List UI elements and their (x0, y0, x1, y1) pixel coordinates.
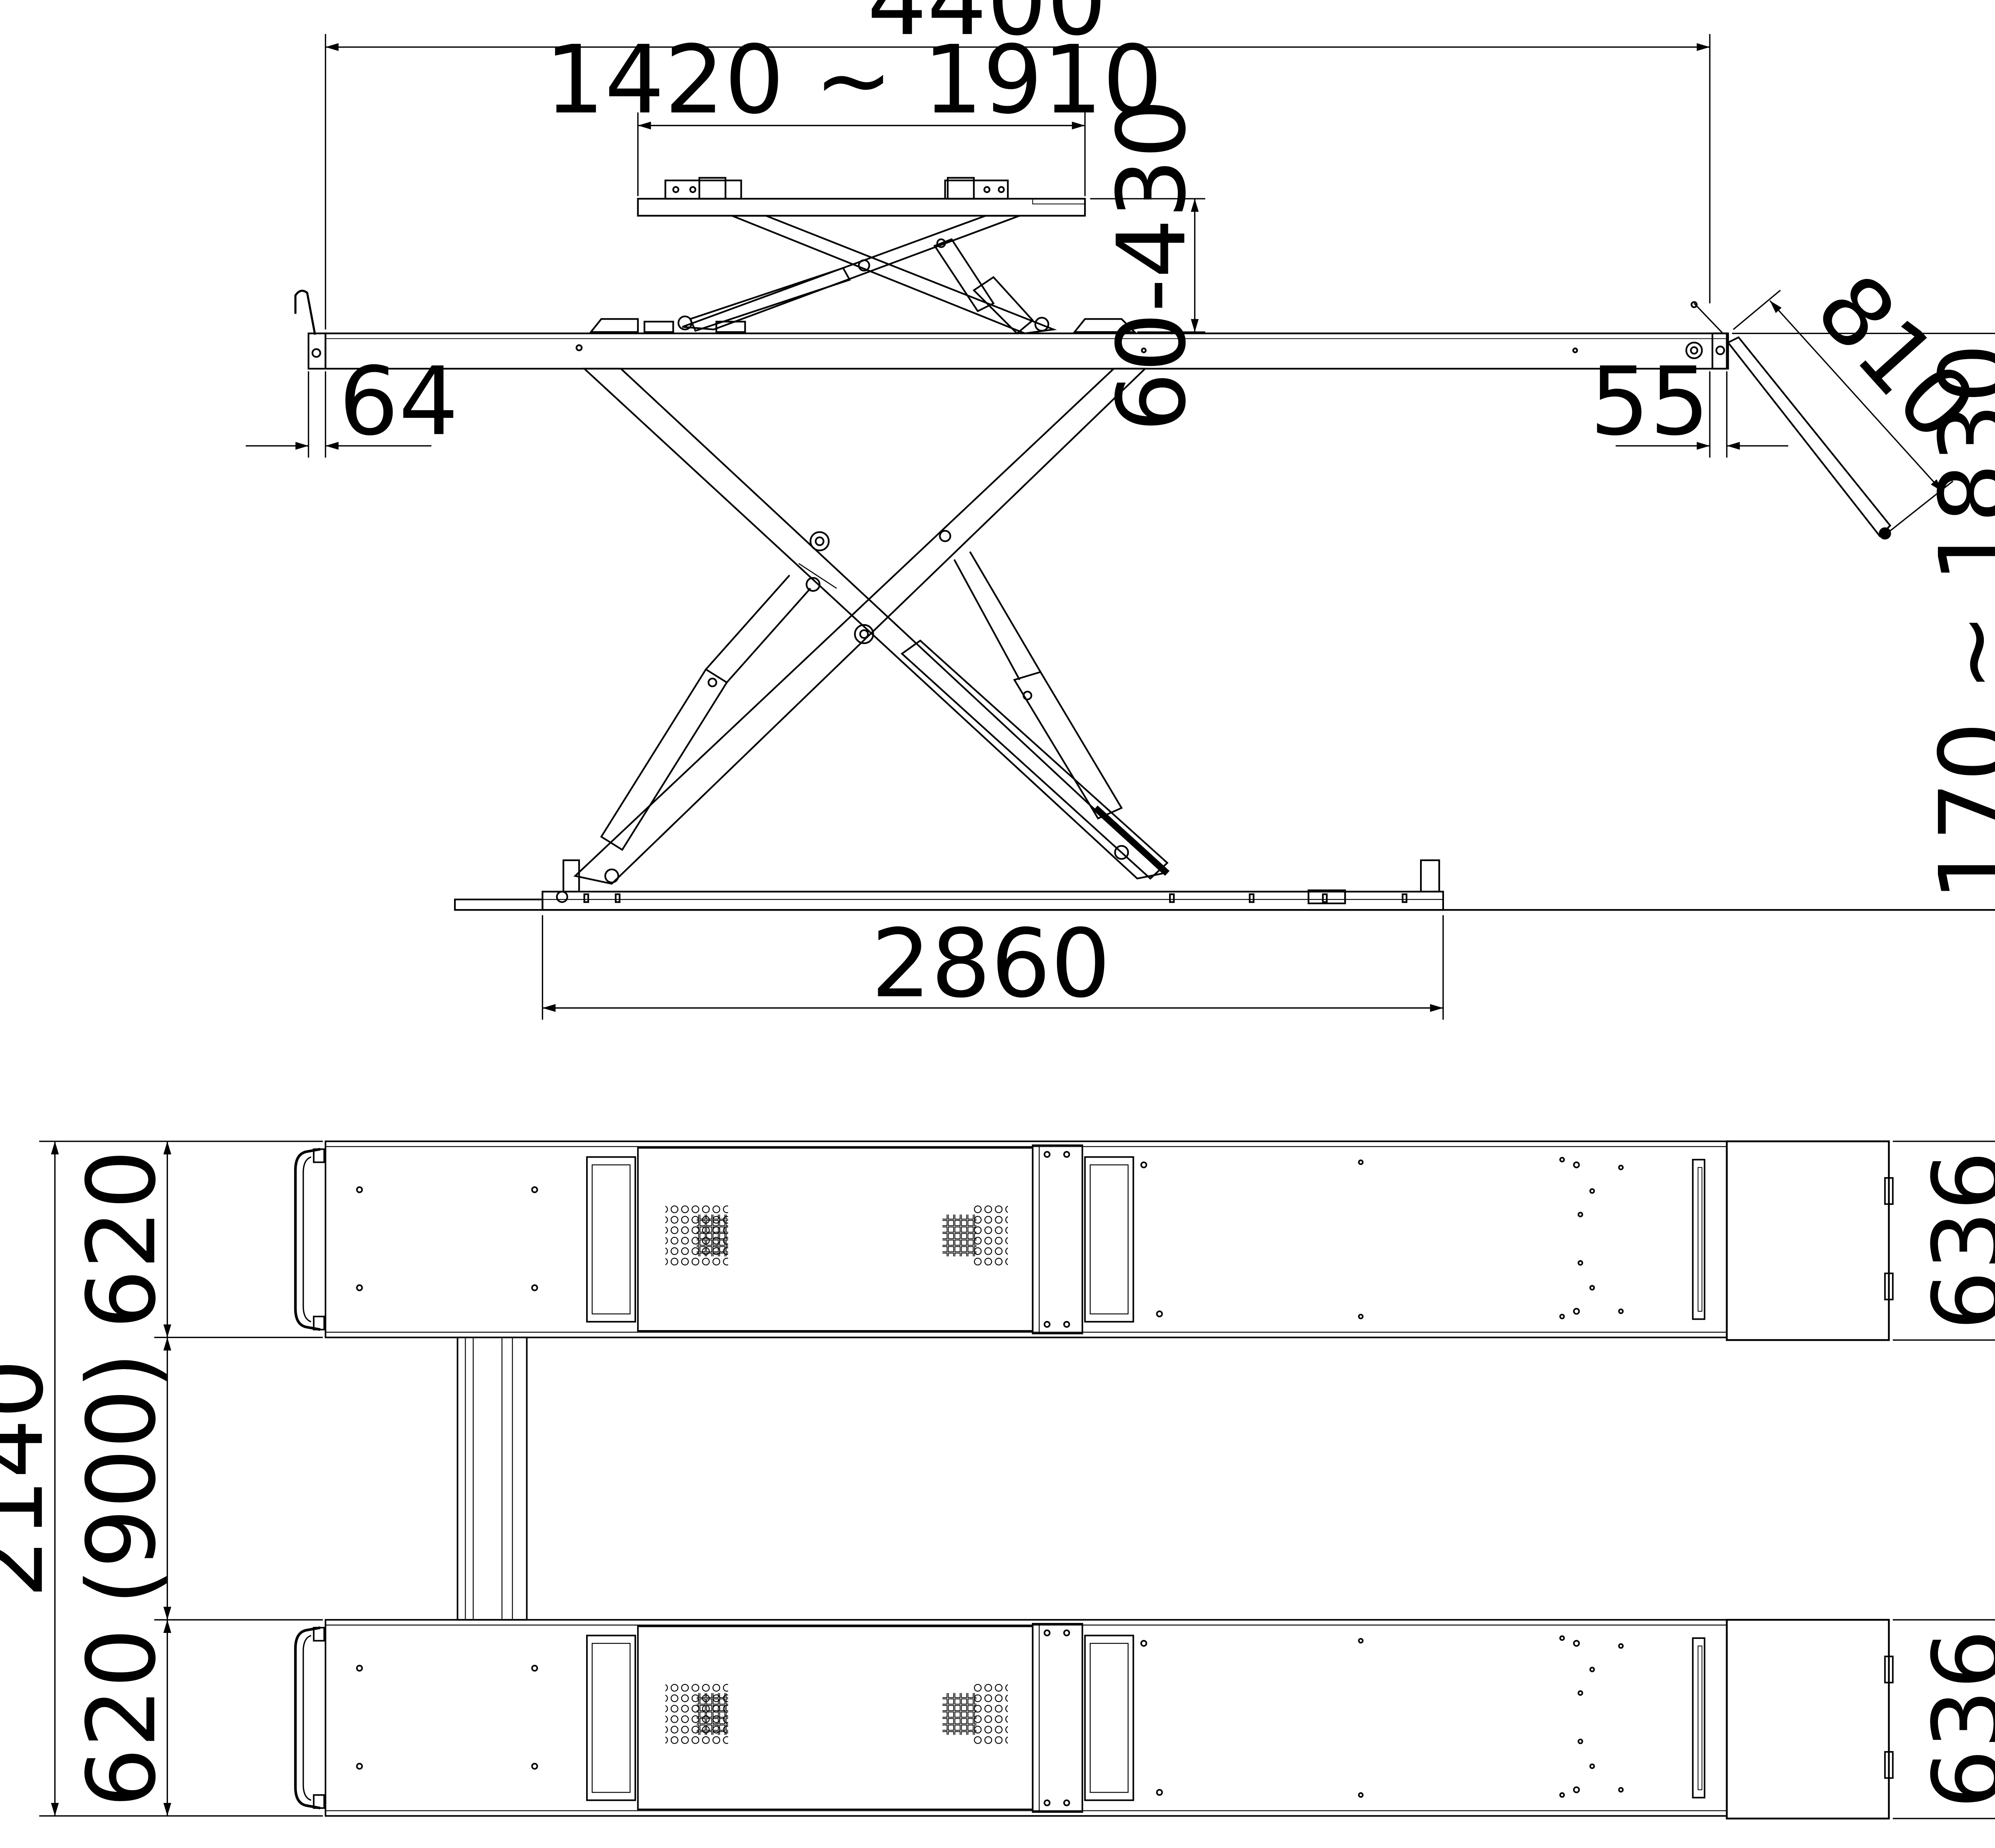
track-top (295, 1141, 1892, 1340)
dim-lift-height: 170 ~ 1830 (1919, 343, 1995, 901)
dim-overall-width: 2140 (0, 1359, 64, 1598)
side-view-labels: 4400 1420 ~ 1910 60-430 64 55 810 170 ~ … (339, 0, 1995, 1018)
dim-ramp-offset-right: 55 (1590, 347, 1709, 457)
dim-gap-width: (900) (67, 1352, 177, 1605)
top-view-dimensions (39, 1140, 1995, 1819)
dim-ramp-width-bottom: 636 (1913, 1629, 1995, 1809)
dim-track-width-top: 620 (67, 1150, 177, 1329)
top-view (295, 1141, 1892, 1818)
dim-platform-height: 60-430 (1097, 99, 1207, 432)
dim-ramp-offset-left: 64 (339, 347, 458, 457)
dim-platform-length: 1420 ~ 1910 (545, 25, 1162, 135)
side-view-dimensions (245, 34, 1995, 1020)
top-view-labels: 2140 620 (900) 620 636 636 (0, 1150, 1995, 1809)
dim-track-width-bottom: 620 (67, 1628, 177, 1808)
dim-ramp-width-top: 636 (1913, 1151, 1995, 1330)
dim-overall-length: 4400 (867, 0, 1106, 56)
track-bottom (295, 1620, 1892, 1818)
dim-base-length: 2860 (871, 909, 1110, 1018)
